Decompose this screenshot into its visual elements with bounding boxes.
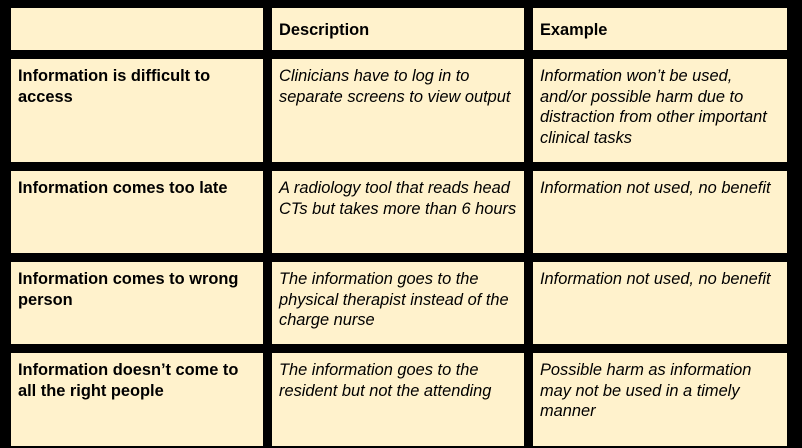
row-4-label: Information doesn’t come to all the righ… bbox=[11, 353, 263, 446]
header-cell-empty bbox=[11, 8, 263, 50]
header-cell-example: Example bbox=[533, 8, 787, 50]
info-delivery-table: Description Example Information is diffi… bbox=[11, 8, 787, 446]
row-4-description: The information goes to the resident but… bbox=[272, 353, 524, 446]
row-3-label: Information comes to wrong person bbox=[11, 262, 263, 344]
row-3-description: The information goes to the physical the… bbox=[272, 262, 524, 344]
row-1-label: Information is difficult to access bbox=[11, 59, 263, 162]
row-3-example: Information not used, no benefit bbox=[533, 262, 787, 344]
row-2-label: Information comes too late bbox=[11, 171, 263, 253]
row-2-description: A radiology tool that reads head CTs but… bbox=[272, 171, 524, 253]
row-1-example: Information won’t be used, and/or possib… bbox=[533, 59, 787, 162]
row-2-example: Information not used, no benefit bbox=[533, 171, 787, 253]
header-cell-description: Description bbox=[272, 8, 524, 50]
row-1-description: Clinicians have to log in to separate sc… bbox=[272, 59, 524, 162]
row-4-example: Possible harm as information may not be … bbox=[533, 353, 787, 446]
